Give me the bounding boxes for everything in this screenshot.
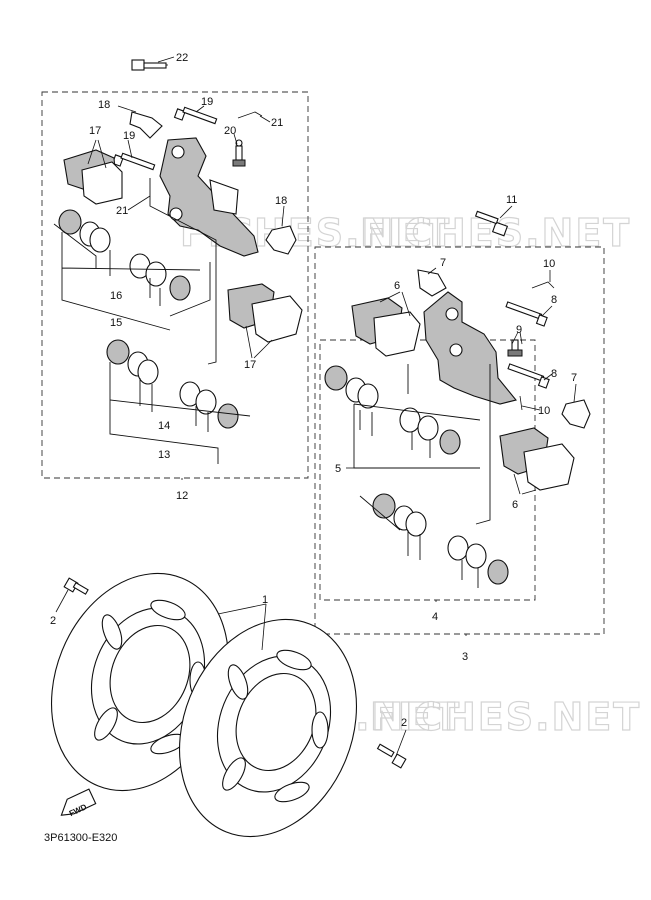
callout-17-lower: 17 — [244, 359, 256, 371]
callout-17: 17 — [89, 125, 101, 137]
callout-10-top: 10 — [543, 258, 555, 270]
pad-pin-8-top-icon — [505, 301, 548, 327]
piston-seal-row-right-upper — [324, 365, 481, 469]
disc-bolt-2-left-icon — [63, 577, 89, 595]
leader-lines — [55, 56, 577, 757]
bolt-22-icon — [131, 59, 168, 71]
piston-seal-row-lower — [106, 339, 251, 464]
group-box-right-caliper — [314, 246, 605, 635]
brake-pads-17-lower-icon — [227, 283, 303, 343]
pad-spring-18-top-icon — [129, 111, 163, 139]
callout-6-lower: 6 — [512, 499, 518, 511]
pad-pin-8-lower-icon — [507, 363, 550, 389]
brake-disc-right-icon — [178, 618, 358, 838]
callout-21: 21 — [271, 117, 283, 129]
callout-3: 3 — [462, 651, 468, 663]
callout-22: 22 — [176, 52, 188, 64]
clip-10-lower-icon — [519, 395, 523, 411]
caliper-bracket-icon — [159, 137, 259, 257]
callout-2-right: 2 — [401, 717, 407, 729]
left-caliper-assembly — [53, 59, 303, 464]
bleed-valve-9-icon — [507, 339, 523, 357]
caliper-body-icon — [209, 179, 239, 215]
callout-5: 5 — [335, 463, 341, 475]
piston-seal-row-right-lower — [359, 493, 509, 588]
callout-8-top: 8 — [551, 294, 557, 306]
bracket-hole-icon — [445, 307, 459, 321]
callout-21-left: 21 — [116, 205, 128, 217]
callout-14: 14 — [158, 420, 170, 432]
callout-9: 9 — [516, 324, 522, 336]
watermark-bottom-right: FICHES.NET — [370, 695, 641, 739]
callout-10-lower: 10 — [538, 405, 550, 417]
callout-4: 4 — [432, 611, 438, 623]
callout-13: 13 — [158, 449, 170, 461]
disc-bolt-2-right-icon — [376, 743, 407, 769]
fwd-arrow-icon: FWD — [60, 788, 97, 818]
callout-18: 18 — [98, 99, 110, 111]
bleed-valve-20-icon — [232, 139, 246, 167]
pad-pin-19-left-icon — [111, 152, 156, 171]
bracket-hole-icon — [449, 343, 463, 357]
brake-pads-6-top-icon — [351, 297, 421, 357]
callout-6-top: 6 — [394, 280, 400, 292]
callout-19: 19 — [201, 96, 213, 108]
pad-spring-7-top-icon — [417, 269, 447, 297]
watermark-group: FICHES.NET FICHES.NET FICHES.NET FICHES.… — [179, 210, 641, 739]
brake-pads-17-top-icon — [63, 149, 123, 205]
callout-7-right: 7 — [571, 372, 577, 384]
pad-spring-7-right-icon — [561, 399, 591, 429]
pad-spring-18-right-icon — [265, 225, 297, 255]
caliper-bracket-right-icon — [423, 291, 517, 405]
callout-labels: 22 18 19 20 21 17 19 21 18 16 15 17 14 1… — [50, 52, 577, 729]
pad-pin-19-top-icon — [173, 106, 218, 125]
brake-pads-6-lower-icon — [499, 427, 575, 491]
callout-19-left: 19 — [123, 130, 135, 142]
callout-7-top: 7 — [440, 257, 446, 269]
callout-20: 20 — [224, 125, 236, 137]
callout-15: 15 — [110, 317, 122, 329]
callout-8-lower: 8 — [551, 368, 557, 380]
left-assembly-guide-line — [149, 178, 217, 365]
clip-10-top-icon — [531, 281, 555, 289]
callout-16: 16 — [110, 290, 122, 302]
callout-2-left: 2 — [50, 615, 56, 627]
right-assembly-guide-line — [475, 364, 491, 525]
bracket-hole-icon — [171, 145, 185, 159]
callout-12: 12 — [176, 490, 188, 502]
bolt-11-icon — [474, 210, 509, 237]
right-caliper-assembly — [324, 210, 591, 588]
piston-seal-row-upper — [53, 209, 211, 331]
group-box-left-caliper — [41, 91, 309, 479]
drawing-code: 3P61300-E320 — [44, 832, 117, 844]
callout-11: 11 — [506, 194, 517, 206]
bracket-hole-icon — [169, 207, 183, 221]
callout-18-right: 18 — [275, 195, 287, 207]
clip-21-icon — [237, 111, 263, 119]
callout-1: 1 — [262, 594, 268, 606]
